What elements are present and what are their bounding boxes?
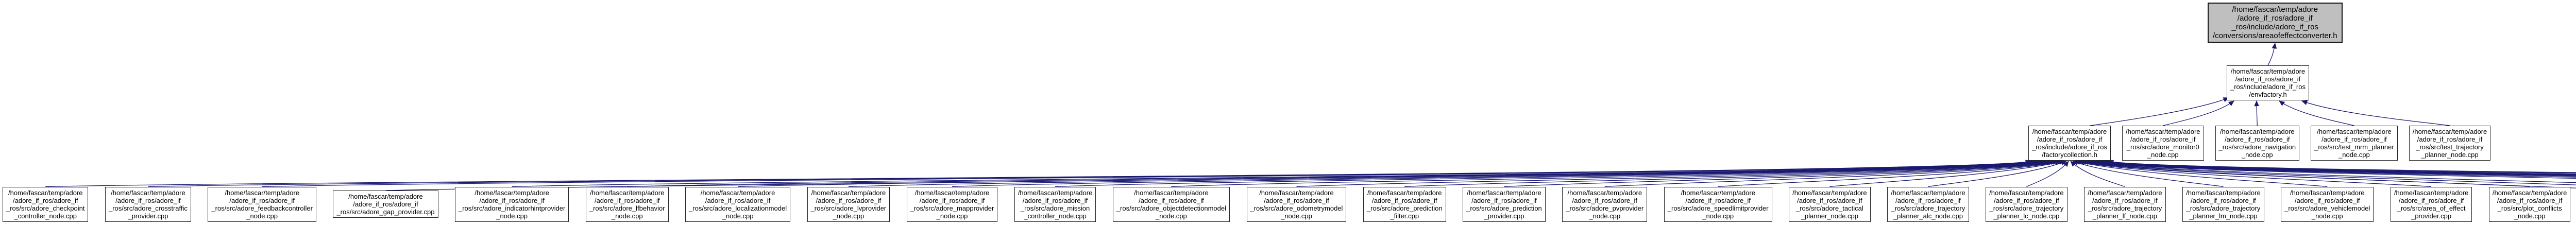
include-edge <box>2301 100 2450 126</box>
bottom-row: /home/fascar/temp/adore /adore_if_ros/ad… <box>3 185 2576 223</box>
graph-node-adore-gap-provider-cpp[interactable]: /home/fascar/temp/adore /adore_if_ros/ad… <box>333 191 438 218</box>
graph-node-adore-crosstraffic-provider-cpp[interactable]: /home/fascar/temp/adore /adore_if_ros/ad… <box>105 186 191 222</box>
graph-node-adore-localizationmodel-node-cpp[interactable]: /home/fascar/temp/adore /adore_if_ros/ad… <box>685 186 791 222</box>
include-edge <box>148 160 2034 187</box>
graph-node-adore-mapprovider-node-cpp[interactable]: /home/fascar/temp/adore /adore_if_ros/ad… <box>906 186 998 222</box>
graph-node-factorycollection-h[interactable]: /home/fascar/temp/adore /adore_if_ros/ad… <box>2028 126 2111 161</box>
graph-node-adore-odometrymodel-node-cpp[interactable]: /home/fascar/temp/adore /adore_if_ros/ad… <box>1246 186 1347 222</box>
include-edge <box>2267 43 2277 66</box>
include-edge <box>2279 100 2354 126</box>
include-edge <box>262 160 2036 187</box>
include-edge <box>2082 160 2576 185</box>
graph-node-adore-objectdetectionmodel-node-cpp[interactable]: /home/fascar/temp/adore /adore_if_ros/ad… <box>1112 186 1230 222</box>
graph-node-adore-speedlimitprovider-node-cpp[interactable]: /home/fascar/temp/adore /adore_if_ros/ad… <box>1664 186 1772 222</box>
include-edge <box>2103 160 2576 175</box>
graph-node-adore-indicatorhintprovider-node-cpp[interactable]: /home/fascar/temp/adore /adore_if_ros/ad… <box>454 186 569 222</box>
include-edge <box>627 160 2042 187</box>
include-edge <box>2072 160 2224 187</box>
graph-node-adore-trajectory-planner-lm-node-cpp[interactable]: /home/fascar/temp/adore /adore_if_ros/ad… <box>2182 186 2264 222</box>
graph-node-area-of-effect-provider-cpp[interactable]: /home/fascar/temp/adore /adore_if_ros/ad… <box>2390 186 2472 222</box>
graph-node-test-mrm-planner-node-cpp[interactable]: /home/fascar/temp/adore /adore_if_ros/ad… <box>2311 126 2398 161</box>
include-edge <box>2076 160 2432 187</box>
include-edge <box>1171 160 2053 187</box>
graph-node-adore-feedbackcontroller-node-cpp[interactable]: /home/fascar/temp/adore /adore_if_ros/ad… <box>208 186 316 222</box>
mid-row: /home/fascar/temp/adore /adore_if_ros/ad… <box>2028 126 2491 161</box>
graph-node-adore-lfbehavior-node-cpp[interactable]: /home/fascar/temp/adore /adore_if_ros/ad… <box>585 186 669 222</box>
graph-node-adore-vehiclemodel-node-cpp[interactable]: /home/fascar/temp/adore /adore_if_ros/ad… <box>2281 186 2374 222</box>
include-edge <box>2074 160 2328 187</box>
include-edge <box>2090 97 2229 126</box>
include-edge <box>2089 160 2576 178</box>
include-edge <box>2099 160 2576 176</box>
graph-node-root-areaofeffectconverter-h: /home/fascar/temp/adore /adore_if_ros/ad… <box>2208 3 2343 43</box>
graph-node-envfactory-h[interactable]: /home/fascar/temp/adore /adore_if_ros/ad… <box>2227 65 2309 100</box>
graph-node-adore-tactical-planner-node-cpp[interactable]: /home/fascar/temp/adore /adore_if_ros/ad… <box>1789 186 1871 222</box>
include-edge <box>1718 160 2063 187</box>
include-edge <box>1055 160 2050 187</box>
graph-node-adore-prediction-filter-cpp[interactable]: /home/fascar/temp/adore /adore_if_ros/ad… <box>1363 186 1446 222</box>
graph-node-adore-trajectory-planner-lc-node-cpp[interactable]: /home/fascar/temp/adore /adore_if_ros/ad… <box>1986 186 2067 222</box>
graph-node-adore-mission-controller-node-cpp[interactable]: /home/fascar/temp/adore /adore_if_ros/ad… <box>1014 186 1096 222</box>
include-edge <box>2108 160 2576 173</box>
graph-node-plot-conflicts-node-cpp[interactable]: /home/fascar/temp/adore /adore_if_ros/ad… <box>2488 186 2571 222</box>
include-edge <box>1504 160 2059 187</box>
graph-node-adore-lvprovider-node-cpp[interactable]: /home/fascar/temp/adore /adore_if_ros/ad… <box>807 186 890 222</box>
graph-node-adore-prediction-provider-cpp[interactable]: /home/fascar/temp/adore /adore_if_ros/ad… <box>1463 186 1546 222</box>
include-edge <box>1928 161 2067 187</box>
include-edge <box>2084 160 2576 183</box>
include-edge <box>2087 160 2576 179</box>
include-edge <box>1604 160 2061 187</box>
include-edge <box>1404 160 2057 187</box>
graph-node-adore-pvprovider-node-cpp[interactable]: /home/fascar/temp/adore /adore_if_ros/ad… <box>1562 186 1648 222</box>
include-edge <box>2080 160 2576 188</box>
include-edge <box>2163 100 2234 126</box>
include-edge <box>952 160 2048 187</box>
include-edge <box>1829 160 2065 187</box>
include-edge <box>1296 160 2055 187</box>
graph-node-test-trajectory-planner-node-cpp[interactable]: /home/fascar/temp/adore /adore_if_ros/ad… <box>2409 126 2491 161</box>
graph-node-adore-navigation-node-cpp[interactable]: /home/fascar/temp/adore /adore_if_ros/ad… <box>2215 126 2300 161</box>
graph-node-adore-trajectory-planner-lf-node-cpp[interactable]: /home/fascar/temp/adore /adore_if_ros/ad… <box>2084 186 2166 222</box>
include-edge <box>2026 161 2069 187</box>
graph-node-adore-trajectory-planner-alc-node-cpp[interactable]: /home/fascar/temp/adore /adore_if_ros/ad… <box>1887 186 1969 222</box>
graph-node-adore-checkpoint-controller-node-cpp[interactable]: /home/fascar/temp/adore /adore_if_ros/ad… <box>3 186 89 222</box>
graph-node-adore-monitor0-node-cpp[interactable]: /home/fascar/temp/adore /adore_if_ros/ad… <box>2122 126 2204 161</box>
